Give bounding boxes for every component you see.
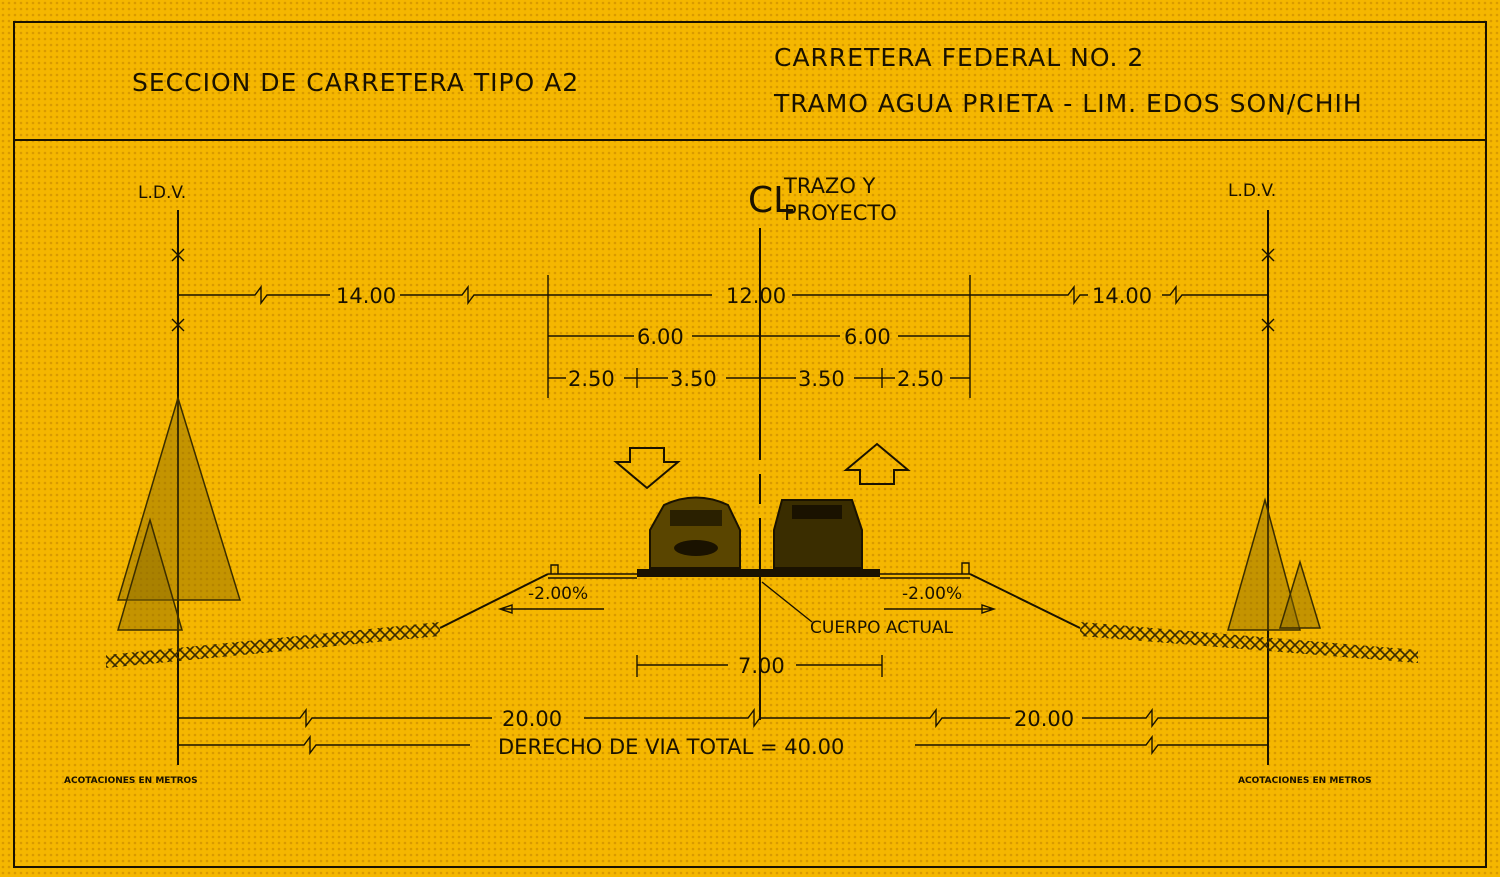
ldv-right-label: L.D.V. [1228, 181, 1276, 201]
title-block: SECCION DE CARRETERA TIPO A2 CARRETERA F… [132, 43, 1363, 118]
dim-row-left: 20.00 [502, 707, 562, 731]
units-note-left: ACOTACIONES EN METROS [64, 776, 198, 786]
road-profile: -2.00% -2.00% CUERPO ACTUAL [106, 562, 1418, 668]
dimension-row-lanes: 2.50 3.50 3.50 2.50 [548, 367, 970, 391]
dim-row-total: DERECHO DE VIA TOTAL = 40.00 [498, 735, 844, 759]
units-note-right: ACOTACIONES EN METROS [1238, 776, 1372, 786]
slope-right-arrow-icon [884, 604, 997, 614]
slope-right-label: -2.00% [902, 584, 962, 604]
centerline-symbol: CL [748, 180, 793, 221]
ldv-left-label: L.D.V. [138, 183, 186, 203]
dim-center-zone: 12.00 [726, 284, 786, 308]
slope-left-label: -2.00% [528, 584, 588, 604]
centerline-label-1: TRAZO Y [783, 174, 876, 198]
pickup-rear-icon [773, 499, 863, 569]
dim-existing-width: 7.00 [738, 654, 785, 678]
stretch-name: TRAMO AGUA PRIETA - LIM. EDOS SON/CHIH [773, 89, 1363, 118]
arrow-down-icon [613, 447, 681, 490]
dimension-right-of-way: 20.00 20.00 DERECHO DE VIA TOTAL = 40.00 [178, 707, 1268, 759]
embankment-slopes [439, 573, 1081, 629]
dim-shoulder-left: 2.50 [568, 367, 615, 391]
road-name: CARRETERA FEDERAL NO. 2 [774, 43, 1144, 72]
dimension-row-halves: 6.00 6.00 [548, 325, 970, 349]
dim-right-zone: 14.00 [1092, 284, 1152, 308]
arrow-up-icon [843, 442, 911, 485]
slope-left-arrow-icon [497, 604, 604, 614]
fence-x-icons [171, 248, 1275, 332]
dim-row-right: 20.00 [1014, 707, 1074, 731]
car-front-icon [649, 496, 741, 569]
section-title: SECCION DE CARRETERA TIPO A2 [132, 68, 579, 97]
ground-right [1080, 622, 1418, 663]
guard-posts [550, 562, 970, 574]
tree-left-icon [116, 395, 242, 650]
dim-lane-right: 3.50 [798, 367, 845, 391]
leader-line [761, 581, 813, 623]
tree-right-icon [1227, 497, 1322, 631]
drawing-frame [13, 21, 1487, 868]
dim-half-left: 6.00 [637, 325, 684, 349]
ground-left [106, 622, 440, 668]
dim-lane-left: 3.50 [670, 367, 717, 391]
dim-half-right: 6.00 [844, 325, 891, 349]
existing-pavement [637, 569, 880, 577]
dim-shoulder-right: 2.50 [897, 367, 944, 391]
dim-left-zone: 14.00 [336, 284, 396, 308]
dimension-existing: 7.00 [636, 654, 883, 678]
existing-body-label: CUERPO ACTUAL [810, 618, 954, 638]
centerline-label-2: PROYECTO [784, 201, 897, 225]
centerline: CL TRAZO Y PROYECTO [748, 174, 897, 720]
